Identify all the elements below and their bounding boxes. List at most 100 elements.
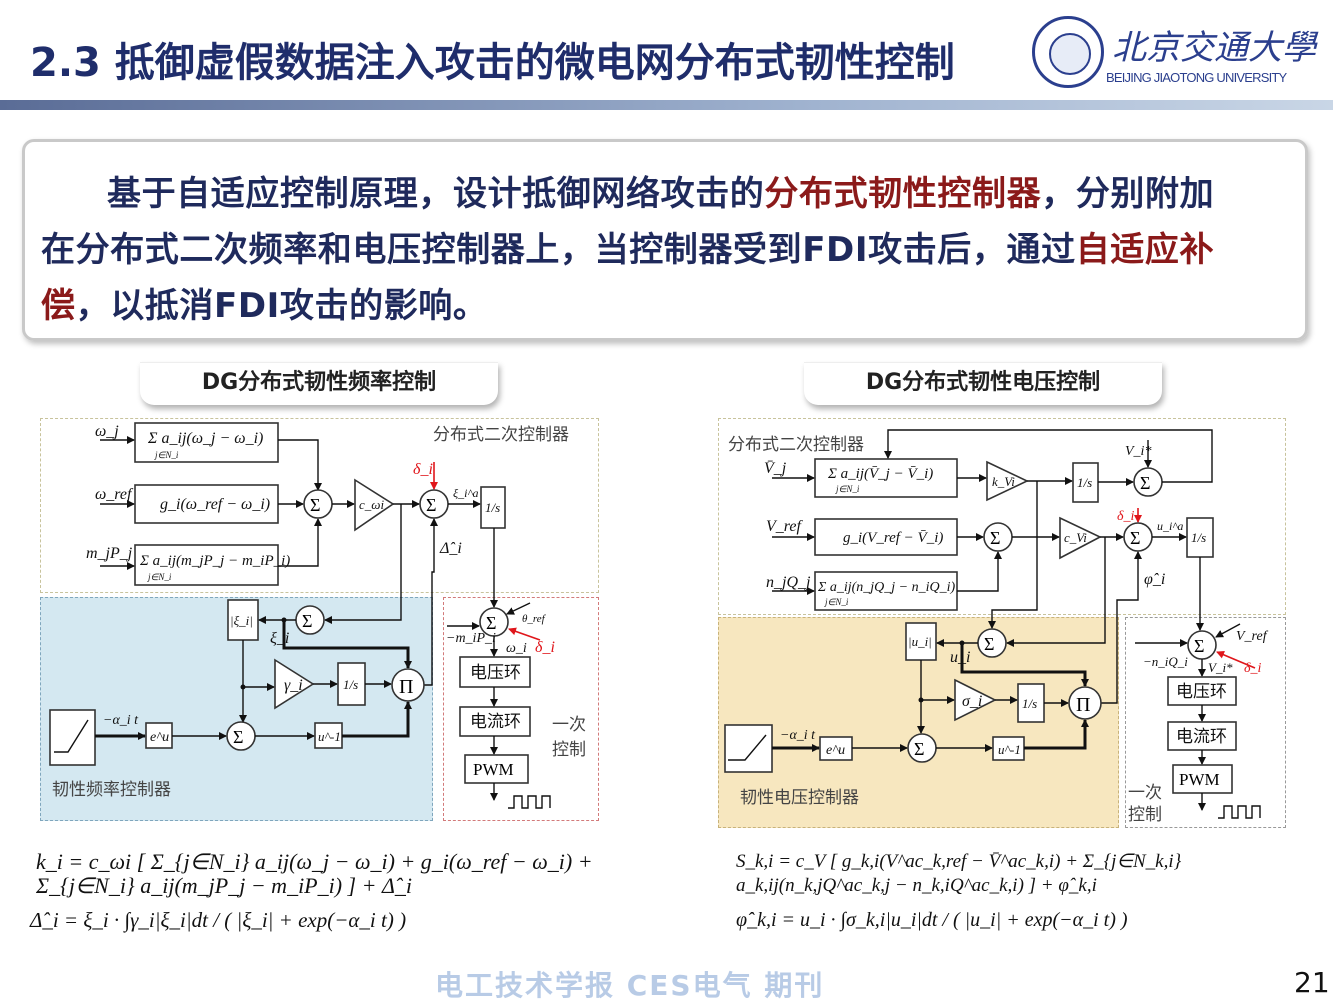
block-label: g_i(ω_ref − ω_i)	[160, 496, 270, 513]
svg-text:Σ: Σ	[486, 613, 496, 633]
secondary-controller-label: 分布式二次控制器	[728, 435, 864, 455]
svg-text:|u_i|: |u_i|	[908, 634, 932, 649]
attack-signal-label: δ_i	[1244, 661, 1262, 676]
primary-frequency-region	[443, 597, 599, 821]
summary-text: 基于自适应控制原理，设计抵御网络攻击的	[107, 174, 765, 214]
sum-node: Σ	[983, 522, 1013, 552]
signal-label: n_jQ_j	[766, 574, 811, 591]
integrator-block	[337, 662, 366, 706]
pwm-block	[1172, 764, 1233, 794]
signal-label: θ_ref	[522, 613, 547, 625]
signal-label: ω_i	[506, 641, 527, 656]
signal-label: −m_iP_i	[446, 631, 496, 646]
sum-node: Σ	[295, 605, 325, 635]
primary-control-label: 一次	[1128, 783, 1162, 803]
block-label: Σ a_ij(m_jP_j − m_iP_i)	[139, 553, 290, 569]
gain-label: c_ωi	[359, 497, 384, 512]
gain-sigma-triangle	[954, 678, 997, 722]
secondary-voltage-region	[718, 418, 1286, 615]
svg-text:Σ: Σ	[984, 634, 994, 654]
sum-node: Σ	[303, 489, 333, 519]
svg-text:Σ: Σ	[990, 528, 1000, 548]
resilient-controller-label: 韧性频率控制器	[52, 780, 171, 800]
resilient-controller-label: 韧性电压控制器	[740, 788, 859, 808]
ramp-source-block	[49, 709, 96, 766]
block-label: Σ a_ij(ω_j − ω_i)	[147, 430, 263, 447]
secondary-frequency-region	[40, 418, 599, 593]
summary-box: 基于自适应控制原理，设计抵御网络攻击的分布式韧性控制器，分别附加 在分布式二次频…	[22, 139, 1308, 341]
formula-delta-hat: Δ̂_i = ξ_i · ∫γ_i|ξ_i|dt / ( |ξ_i| + exp…	[30, 908, 407, 932]
svg-text:σ_i: σ_i	[962, 693, 982, 710]
pwm-pulse-icon	[508, 795, 551, 809]
sum-node: Σ	[907, 733, 937, 763]
svg-text:e^u: e^u	[150, 730, 169, 745]
signal-label: ξ_i	[270, 630, 289, 647]
primary-control-label: 控制	[1128, 805, 1162, 825]
formula-k: k_i = c_ωi [ Σ_{j∈N_i} a_ij(ω_j − ω_i) +…	[36, 849, 593, 898]
frequency-control-diagram: 分布式二次控制器 韧性频率控制器 一次 控制 Σ a_ij(ω_j − ω_i)…	[49, 422, 586, 809]
attack-signal-label: δ_i	[535, 639, 555, 656]
formula-S: S_k,i = c_V [ g_k,i(V^ac_k,ref − V̄^ac_k…	[736, 851, 1182, 896]
attack-signal-label: δ_i	[413, 461, 433, 478]
svg-text:Π: Π	[399, 676, 413, 698]
svg-text:c_Vi: c_Vi	[1064, 530, 1087, 545]
svg-text:k_Vi: k_Vi	[992, 474, 1015, 489]
signal-label: m_jP_j	[86, 545, 133, 562]
integrator-block	[480, 486, 506, 529]
summary-highlight: 分布式韧性控制器	[764, 174, 1042, 214]
svg-text:Σ: Σ	[233, 727, 243, 747]
sum-node: Σ	[1187, 630, 1217, 660]
gain-gamma-triangle	[274, 658, 315, 710]
secondary-controller-label: 分布式二次控制器	[433, 425, 569, 445]
svg-text:Σ: Σ	[1140, 473, 1150, 493]
block-label: Σ a_ij(V̄_j − V̄_i)	[827, 466, 933, 482]
primary-voltage-region	[1125, 617, 1286, 828]
svg-text:PWM: PWM	[473, 760, 514, 779]
svg-text:u^-1: u^-1	[318, 729, 341, 744]
summary-line-2: 在分布式二次频率和电压控制器上，当控制器受到FDI攻击后，通过自适应补	[41, 222, 1214, 271]
svg-text:u^-1: u^-1	[998, 742, 1021, 757]
consensus-power-block	[134, 544, 279, 586]
signal-label: V_ref	[1236, 629, 1269, 644]
signal-label: u_i^a	[1157, 519, 1183, 533]
block-sublabel: j∈N_i	[835, 484, 860, 494]
voltage-loop-block	[1167, 676, 1237, 706]
svg-text:电流环: 电流环	[470, 712, 521, 732]
svg-text:电压环: 电压环	[1176, 682, 1227, 702]
block-sublabel: j∈N_i	[147, 572, 172, 582]
signal-label: φ̂_i	[1144, 571, 1165, 588]
gain-c-triangle	[1059, 516, 1102, 560]
primary-control-label: 控制	[552, 740, 586, 760]
pwm-block	[464, 754, 529, 784]
sum-node: Σ	[1123, 522, 1153, 552]
summary-line-1: 基于自适应控制原理，设计抵御网络攻击的分布式韧性控制器，分别附加	[107, 166, 1214, 215]
watermark: 电工技术学报 CES电气 期刊	[435, 969, 825, 1002]
ramp-source-block	[724, 724, 773, 773]
primary-control-label: 一次	[552, 715, 586, 735]
tab-frequency-control: DG分布式韧性频率控制	[140, 362, 498, 405]
sum-node: Σ	[419, 489, 449, 519]
signal-label: Δ̂_i	[439, 540, 462, 557]
gain-k-triangle	[986, 460, 1029, 502]
university-seal-icon	[1032, 16, 1104, 88]
svg-text:Σ: Σ	[1194, 636, 1204, 656]
svg-text:e^u: e^u	[826, 743, 845, 758]
sum-node: Σ	[977, 628, 1007, 658]
formula-phi-hat: φ̂_k,i = u_i · ∫σ_k,i|u_i|dt / ( |u_i| +…	[736, 909, 1128, 931]
svg-text:1/s: 1/s	[1022, 696, 1037, 711]
title-divider	[0, 100, 1333, 110]
integrator-block	[1186, 517, 1214, 558]
logo-english-name: BEIJING JIAOTONG UNIVERSITY	[1106, 70, 1287, 85]
signal-label: ω_ref	[95, 486, 134, 503]
summary-text: ，以抵消FDI攻击的影响。	[75, 286, 488, 326]
summary-highlight: 偿	[41, 286, 76, 326]
summary-text: ，分别附加	[1041, 174, 1215, 214]
svg-text:Σ: Σ	[1130, 528, 1140, 548]
current-loop-block	[459, 706, 531, 737]
svg-text:1/s: 1/s	[485, 500, 500, 515]
pwm-pulse-icon	[1218, 805, 1261, 819]
sum-node: Σ	[1133, 467, 1163, 497]
block-sublabel: j∈N_i	[154, 450, 179, 460]
omega-ref-gain-block	[134, 484, 279, 524]
svg-text:Σ: Σ	[914, 739, 924, 759]
